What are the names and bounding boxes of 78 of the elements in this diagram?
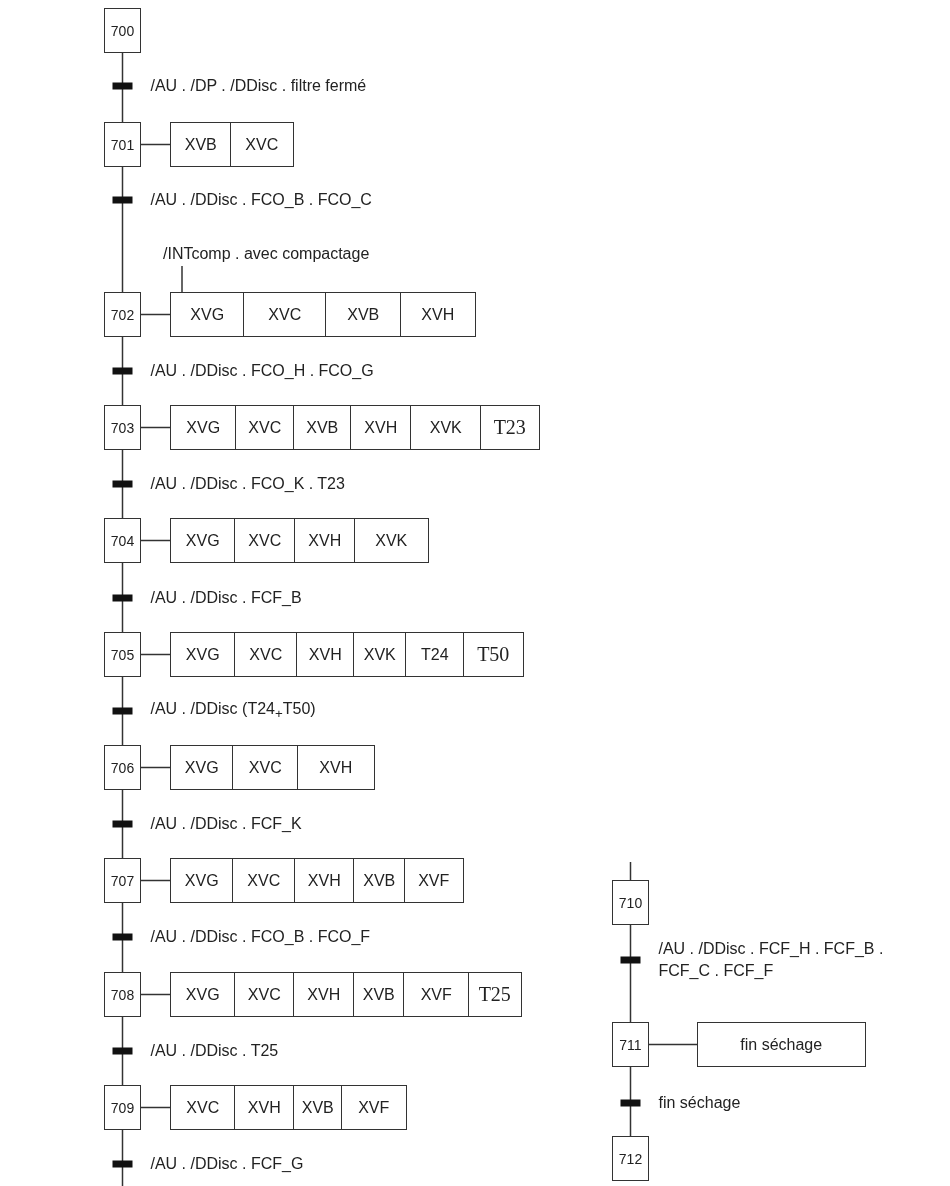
action-cell: XVB [293,1085,343,1130]
transition-line [121,449,124,519]
step-box: 709 [104,1085,141,1130]
action-cell: XVF [341,1085,407,1130]
action-cell: XVH [234,1085,295,1130]
action-cell: XVF [404,858,464,903]
connector-line [140,426,171,429]
action-cell: XVH [350,405,412,450]
step-box: 708 [104,972,141,1017]
step-box: 707 [104,858,141,903]
action-cell: XVG [170,858,234,903]
step-box: 712 [612,1136,649,1181]
action-cell: XVG [170,405,237,450]
transition-line [121,166,124,293]
step-box: 702 [104,292,141,337]
action-cell: XVH [293,972,355,1017]
transition-line [121,789,124,859]
action-cell: XVB [353,972,405,1017]
action-cell: XVC [170,1085,236,1130]
timer-cell: T50 [463,632,524,677]
action-cell: XVC [234,518,296,563]
action-cell: XVH [400,292,476,337]
action-cell: XVG [170,518,236,563]
transition-line [121,562,124,633]
action-cell: XVB [293,405,352,450]
transition-line [121,902,124,973]
action-cell: XVG [170,972,236,1017]
transition-line [121,1129,124,1186]
connector-line [140,1106,171,1109]
action-cell: XVH [296,632,355,677]
transition-line [629,924,632,1023]
action-cell: XVC [232,745,299,790]
action-cell: XVF [403,972,470,1017]
action-cell: XVB [170,122,232,167]
step-box: 710 [612,880,649,925]
action-cell: XVK [410,405,482,450]
connector-line [140,766,171,769]
transition-line [121,52,124,123]
transition-line [121,676,124,746]
transition-line [629,1066,632,1137]
action-cell: XVB [353,858,406,903]
step-box: 704 [104,518,141,563]
action-cell: XVG [170,292,245,337]
step-box: 701 [104,122,141,167]
step-box: 705 [104,632,141,677]
connector-line [648,1043,698,1046]
action-cell: XVB [325,292,402,337]
connector-line [140,313,171,316]
action-cell: XVC [235,405,295,450]
action-cell: XVC [234,972,295,1017]
connector-line [140,539,171,542]
action-cell: XVC [232,858,296,903]
connector-line [140,879,171,882]
action-cell: XVC [230,122,294,167]
timer-cell: T25 [468,972,522,1017]
connector-line [140,653,171,656]
action-cell: XVG [170,632,236,677]
step-box: 700 [104,8,141,53]
action-condition: /INTcomp . avec compactage [163,242,463,266]
action-cell: fin séchage [697,1022,866,1067]
step-box: 703 [104,405,141,450]
action-cell: XVH [294,518,356,563]
action-cell: XVC [234,632,298,677]
action-cell: XVH [294,858,355,903]
action-cell: XVK [354,518,429,563]
action-cell: XVH [297,745,375,790]
action-cell: T24 [405,632,465,677]
step-box: 706 [104,745,141,790]
leader-line [181,265,183,293]
transition-line [121,1016,124,1086]
connector-line [140,993,171,996]
action-cell: XVK [353,632,407,677]
connector-line [140,143,171,146]
action-cell: XVG [170,745,234,790]
action-cell: XVC [243,292,327,337]
step-box: 711 [612,1022,649,1067]
timer-cell: T23 [480,405,540,450]
transition-line [121,336,124,406]
